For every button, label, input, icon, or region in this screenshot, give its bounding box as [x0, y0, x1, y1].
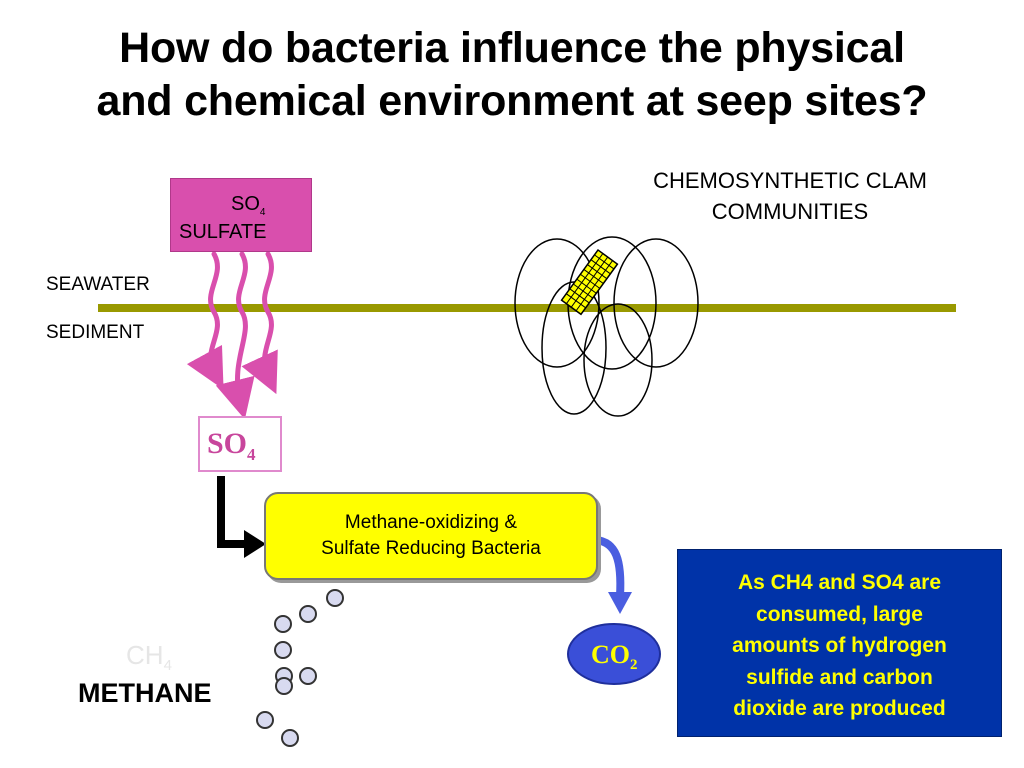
co2-formula: CO2	[591, 640, 638, 674]
sulfate-arrow-right	[241, 251, 278, 395]
bubble	[299, 605, 317, 623]
bubble	[281, 729, 299, 747]
so4-to-bacteria-arrow	[217, 476, 266, 558]
bacteria-label-line-2: Sulfate Reducing Bacteria	[321, 538, 541, 559]
bubble	[275, 677, 293, 695]
info-line-2: consumed, large	[756, 602, 923, 626]
bubble	[256, 711, 274, 729]
info-box: As CH4 and SO4 are consumed, large amoun…	[677, 549, 1002, 737]
info-line-3: amounts of hydrogen	[732, 634, 947, 657]
title-line-1: How do bacteria influence the physical	[119, 24, 905, 72]
sulfate-formula: SO4	[231, 193, 266, 218]
clam-label-line-1: CHEMOSYNTHETIC CLAM	[653, 168, 927, 193]
so4-box: SO4	[198, 416, 282, 472]
clam-shell	[583, 303, 653, 417]
bacteria-box: Methane-oxidizing & Sulfate Reducing Bac…	[264, 492, 598, 580]
clam-community	[514, 236, 699, 417]
clam-label-line-2: COMMUNITIES	[711, 199, 869, 224]
sulfate-arrow-left	[186, 251, 224, 390]
co2-ellipse	[567, 623, 661, 685]
bacteria-to-co2-arrow	[595, 536, 632, 614]
sulfate-arrow-middle	[215, 251, 255, 420]
slide-title: How do bacteria influence the physical a…	[0, 22, 1024, 128]
clam-shell	[613, 238, 699, 368]
methane-bubbles	[256, 589, 344, 747]
info-text: As CH4 and SO4 are consumed, large amoun…	[678, 567, 1001, 725]
info-line-5: dioxide are produced	[733, 697, 946, 720]
clam-communities-label: CHEMOSYNTHETIC CLAM COMMUNITIES	[580, 165, 1000, 227]
title-line-2: and chemical environment at seep sites?	[96, 77, 928, 125]
ch4-formula: CH4	[126, 640, 172, 675]
sulfate-source-box: SO4 SULFATE	[170, 178, 312, 252]
sulfate-flux-arrows	[186, 251, 278, 420]
seawater-label: SEAWATER	[46, 274, 150, 295]
info-line-1: As CH4 and SO4 are	[737, 571, 942, 594]
so4-formula: SO4	[207, 427, 256, 464]
methane-label: METHANE	[78, 678, 212, 708]
bubble	[274, 641, 292, 659]
sediment-label: SEDIMENT	[46, 322, 145, 343]
bubble	[274, 615, 292, 633]
bubble	[299, 667, 317, 685]
clam-bacterial-mat	[560, 248, 619, 316]
bacteria-label-line-1: Methane-oxidizing &	[344, 512, 518, 533]
sulfate-name: SULFATE	[179, 221, 267, 243]
clam-shell	[514, 238, 600, 368]
bacteria-label: Methane-oxidizing & Sulfate Reducing Bac…	[266, 510, 596, 562]
info-line-4: sulfide and carbon	[746, 665, 933, 689]
bubble	[326, 589, 344, 607]
